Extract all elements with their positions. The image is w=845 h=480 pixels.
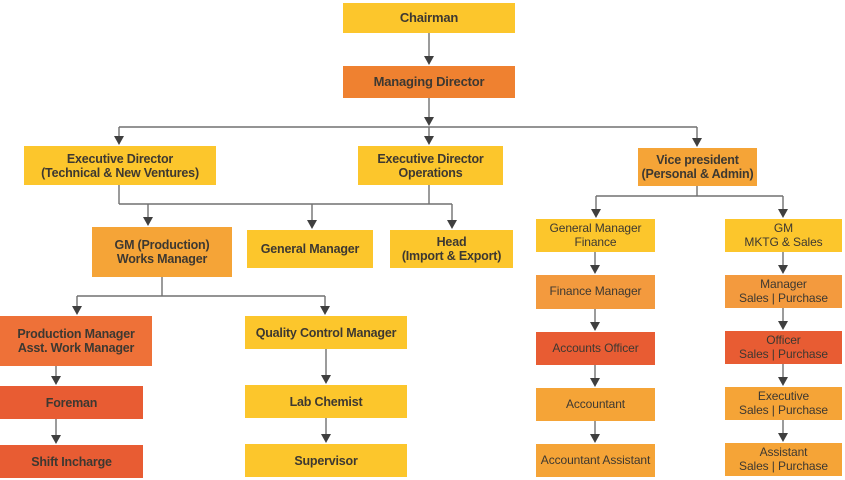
org-node-gm-mktg-sales: GM MKTG & Sales [725, 219, 842, 252]
org-node-assistant-sales-purchase: Assistant Sales | Purchase [725, 443, 842, 476]
org-node-supervisor: Supervisor [245, 444, 407, 477]
arrow-lab-to-supervisor [321, 418, 331, 443]
org-node-shift-incharge: Shift Incharge [0, 445, 143, 478]
arrow-accountant-to-assistant [590, 421, 600, 443]
arrow-to-general-manager [307, 204, 317, 229]
arrow-executive-to-assistant [778, 420, 788, 442]
arrow-to-production-manager [72, 296, 82, 315]
arrow-manager-to-officer [778, 308, 788, 330]
org-node-gm-production: GM (Production) Works Manager [92, 227, 232, 277]
arrow-to-ed-technical [114, 127, 124, 145]
arrow-to-gm-finance [591, 196, 601, 218]
arrow-md-to-bar [424, 98, 434, 126]
org-node-manager-sales-purchase: Manager Sales | Purchase [725, 275, 842, 308]
org-node-managing-director: Managing Director [343, 66, 515, 98]
org-node-executive-sales-purchase: Executive Sales | Purchase [725, 387, 842, 420]
org-node-general-manager-finance: General Manager Finance [536, 219, 655, 252]
org-node-quality-control-manager: Quality Control Manager [245, 316, 407, 349]
org-node-chairman: Chairman [343, 3, 515, 33]
org-node-general-manager: General Manager [247, 230, 373, 268]
org-node-head-import-export: Head (Import & Export) [390, 230, 513, 268]
arrow-fm-to-accounts-officer [590, 309, 600, 331]
arrow-to-gm-production [143, 204, 153, 226]
arrow-to-vice-president [692, 127, 702, 147]
org-node-accounts-officer: Accounts Officer [536, 332, 655, 365]
arrow-chairman-to-md [424, 33, 434, 65]
arrow-qcm-to-lab-chemist [321, 349, 331, 384]
arrow-ao-to-accountant [590, 365, 600, 387]
arrow-gmm-to-manager [778, 252, 788, 274]
arrow-gmf-to-finance-manager [590, 252, 600, 274]
org-node-production-manager: Production Manager Asst. Work Manager [0, 316, 152, 366]
arrow-to-head-import-export [447, 204, 457, 229]
arrow-pm-to-foreman [51, 366, 61, 385]
arrow-officer-to-executive [778, 364, 788, 386]
org-node-lab-chemist: Lab Chemist [245, 385, 407, 418]
org-node-accountant-assistant: Accountant Assistant [536, 444, 655, 477]
org-node-finance-manager: Finance Manager [536, 275, 655, 309]
arrow-to-quality-control [320, 296, 330, 315]
arrow-foreman-to-shift [51, 419, 61, 444]
arrow-to-gm-mktg [778, 196, 788, 218]
org-node-executive-director-technical: Executive Director (Technical & New Vent… [24, 146, 216, 185]
org-node-vice-president: Vice president (Personal & Admin) [638, 148, 757, 186]
org-node-foreman: Foreman [0, 386, 143, 419]
org-node-accountant: Accountant [536, 388, 655, 421]
org-node-officer-sales-purchase: Officer Sales | Purchase [725, 331, 842, 364]
arrow-to-ed-operations [424, 127, 434, 145]
org-node-executive-director-operations: Executive Director Operations [358, 146, 503, 185]
